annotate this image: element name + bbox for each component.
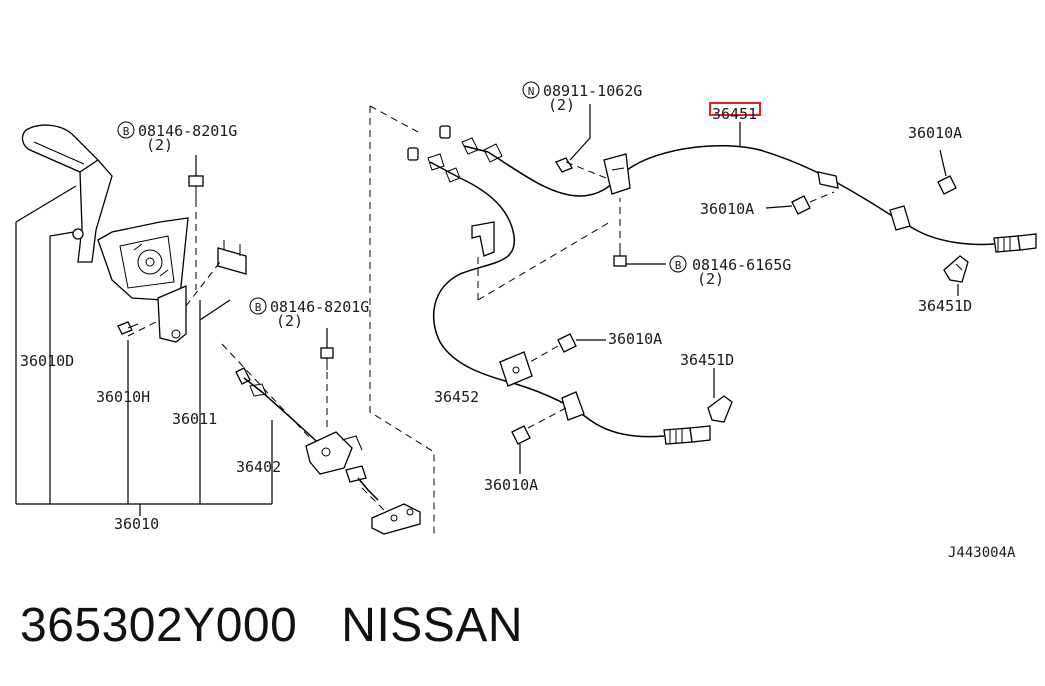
label-36451: 36451 <box>712 105 757 123</box>
label-36010A-mid: 36010A <box>700 200 754 218</box>
part-highlight-box <box>709 102 761 116</box>
label-nut-08911-1062G: 08911-1062G <box>543 82 642 100</box>
bolt-symbol-b: B <box>123 125 130 138</box>
callout-36451-highlighted: 36451 <box>709 102 761 123</box>
left-leader-lines <box>15 155 273 516</box>
nut-symbol-n: N <box>528 85 535 98</box>
callout-nut: N 08911-1062G (2) <box>522 81 642 114</box>
label-36010: 36010 <box>114 515 159 533</box>
label-36452: 36452 <box>434 388 479 406</box>
label-nut-qty: (2) <box>548 96 575 114</box>
callout-bolt-mid: B 08146-8201G (2) <box>249 297 369 330</box>
label-36451D-lower: 36451D <box>680 351 734 369</box>
part-footer: 365302Y000 NISSAN <box>20 598 523 653</box>
label-bolt-08146-8201G-top: 08146-8201G <box>138 122 237 140</box>
label-36010H: 36010H <box>96 388 150 406</box>
label-36010A-bottom: 36010A <box>484 476 538 494</box>
label-36010D: 36010D <box>20 352 74 370</box>
callout-bolt-top: B 08146-8201G (2) <box>117 121 237 154</box>
rear-cables <box>407 125 1037 445</box>
label-bolt-08146-6165G: 08146-6165G <box>692 256 791 274</box>
brake-lever-assembly <box>21 124 247 343</box>
part-number: 365302Y000 <box>20 599 298 652</box>
label-bolt-right-qty: (2) <box>697 270 724 288</box>
bolt-symbol-b: B <box>255 301 262 314</box>
label-36010A-top-right: 36010A <box>908 124 962 142</box>
dashed-boundary <box>369 105 611 538</box>
label-36011: 36011 <box>172 410 217 428</box>
front-cable-36402 <box>221 328 421 535</box>
callout-bolt-right: B 08146-6165G (2) <box>669 255 791 288</box>
label-36451D-right: 36451D <box>918 297 972 315</box>
brand-name: NISSAN <box>341 599 523 652</box>
clips-and-bolts <box>511 104 969 474</box>
label-36402: 36402 <box>236 458 281 476</box>
label-36010A-lower: 36010A <box>608 330 662 348</box>
label-bolt-top-qty: (2) <box>146 136 173 154</box>
figure-code: J443004A <box>948 545 1016 561</box>
label-bolt-mid-qty: (2) <box>276 312 303 330</box>
bolt-symbol-b: B <box>675 259 682 272</box>
label-bolt-08146-8201G-mid: 08146-8201G <box>270 298 369 316</box>
